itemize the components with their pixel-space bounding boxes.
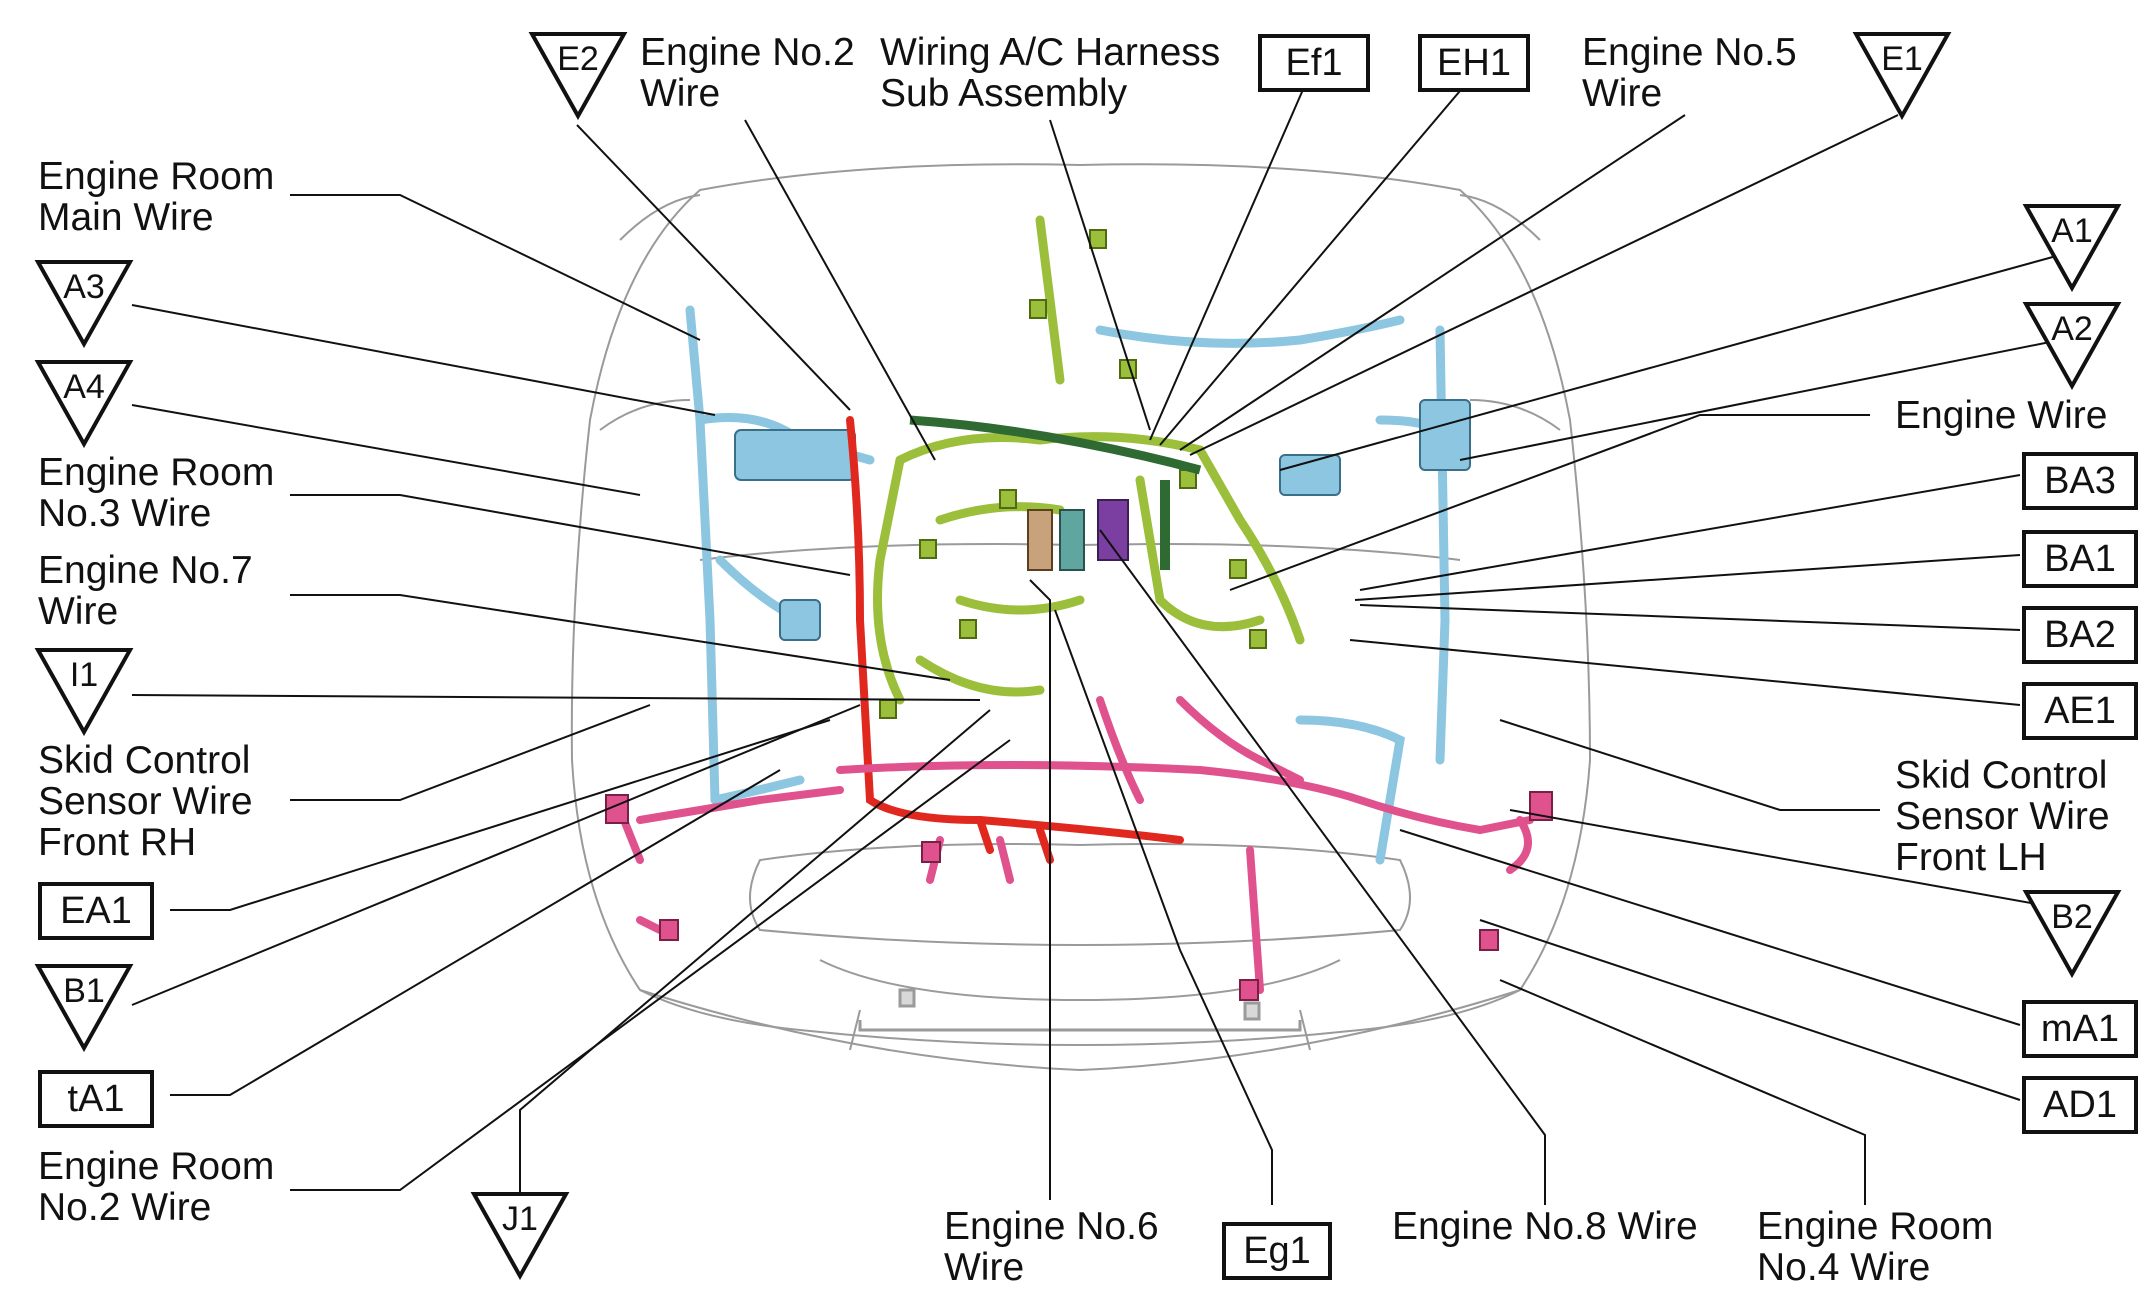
connector-ad1: AD1 bbox=[2022, 1076, 2138, 1134]
ground-point-i1: I1 bbox=[34, 646, 134, 736]
ground-point-a3: A3 bbox=[34, 258, 134, 348]
connector-eg1: Eg1 bbox=[1222, 1222, 1332, 1280]
label-engine-wire: Engine Wire bbox=[1895, 394, 2108, 437]
connector-ea1: EA1 bbox=[38, 882, 154, 940]
connector-ba2: BA2 bbox=[2022, 606, 2138, 664]
blue-harness bbox=[685, 305, 1450, 865]
bumper-harness bbox=[858, 988, 1302, 1032]
green-connectors bbox=[879, 229, 1267, 719]
ground-point-e1: E1 bbox=[1852, 30, 1952, 120]
ground-point-b1: B1 bbox=[34, 962, 134, 1052]
connector-eh1: EH1 bbox=[1418, 34, 1530, 92]
connector-ma1: mA1 bbox=[2022, 1000, 2138, 1058]
vehicle-outline bbox=[570, 163, 1592, 1072]
ground-point-a1: A1 bbox=[2022, 202, 2122, 292]
ground-point-j1: J1 bbox=[470, 1190, 570, 1280]
green-harness bbox=[873, 215, 1305, 705]
connector-ba3: BA3 bbox=[2022, 452, 2138, 510]
ground-point-b2: B2 bbox=[2022, 888, 2122, 978]
leader-lines bbox=[131, 84, 2071, 1210]
blue-harness-blocks bbox=[734, 399, 1471, 641]
red-harness bbox=[846, 416, 1184, 864]
label-engine-no8-wire: Engine No.8 Wire bbox=[1392, 1205, 1698, 1248]
connector-ae1: AE1 bbox=[2022, 682, 2138, 740]
connector-ef1: Ef1 bbox=[1258, 34, 1370, 92]
ground-point-e2: E2 bbox=[528, 30, 628, 120]
connector-ta1: tA1 bbox=[38, 1070, 154, 1128]
ground-point-a2: A2 bbox=[2022, 300, 2122, 390]
ground-point-a4: A4 bbox=[34, 358, 134, 448]
central-relay-block bbox=[909, 415, 1202, 571]
connector-ba1: BA1 bbox=[2022, 530, 2138, 588]
pink-connectors bbox=[605, 791, 1553, 1001]
